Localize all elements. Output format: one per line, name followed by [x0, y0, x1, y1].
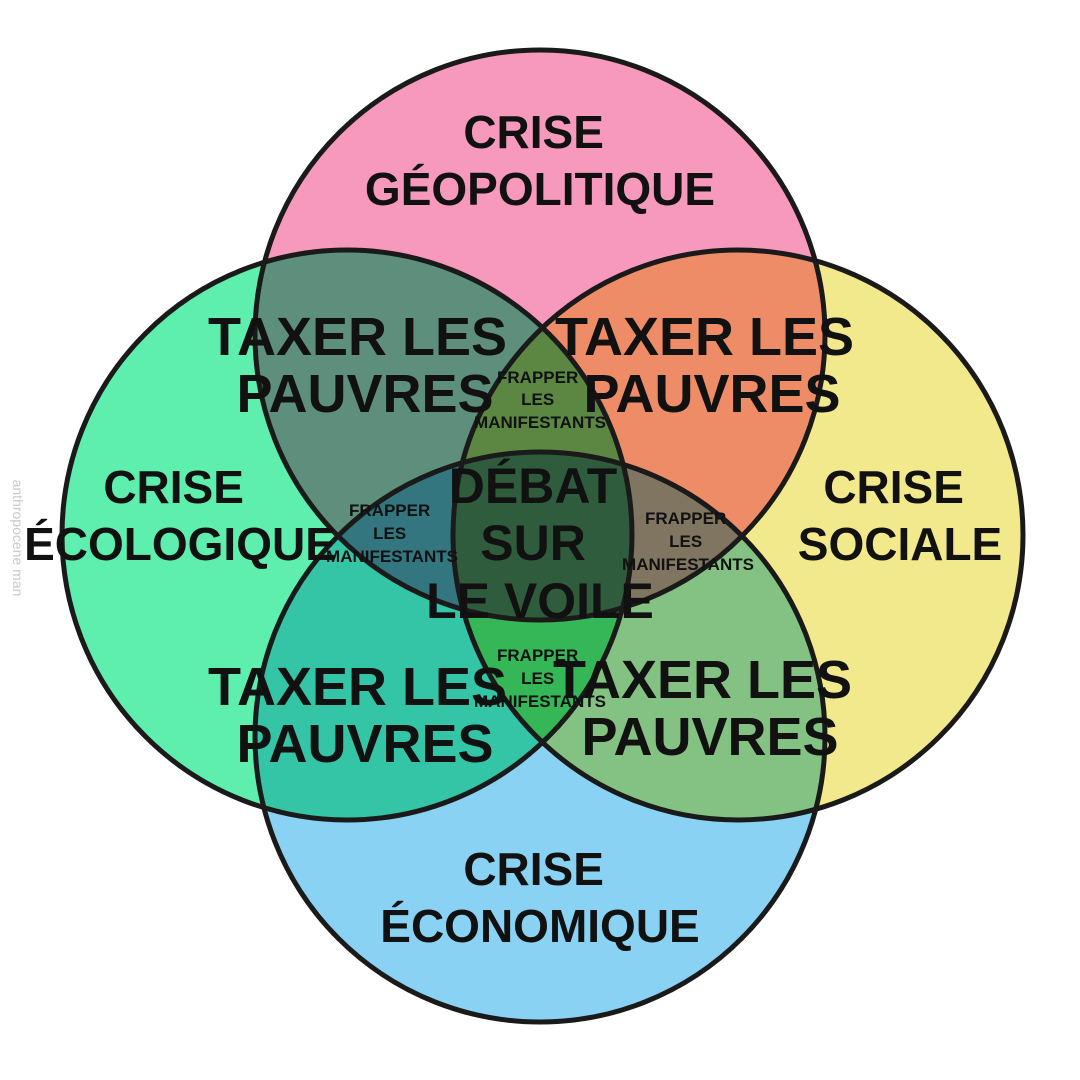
label-bottom-right: TAXER LES PAUVRES: [553, 650, 867, 767]
circle-outlines: [59, 47, 1026, 1025]
label-triple-upper: FRAPPER LES MANIFESTANTS: [474, 368, 606, 432]
label-right: CRISE SOCIALE: [798, 461, 1002, 570]
watermark: anthropocene man: [10, 479, 26, 597]
label-triple-lower: FRAPPER LES MANIFESTANTS: [474, 646, 606, 711]
label-triple-right: FRAPPER LES MANIFESTANTS: [622, 509, 754, 574]
label-center: DÉBAT SUR LE VOILE: [426, 458, 654, 629]
label-top-right: TAXER LES PAUVRES: [555, 307, 869, 424]
label-bottom-left: TAXER LES PAUVRES: [208, 657, 522, 774]
label-top: CRISE GÉOPOLITIQUE: [365, 106, 715, 215]
label-left: CRISE ÉCOLOGIQUE: [24, 461, 336, 570]
label-top-left: TAXER LES PAUVRES: [208, 307, 522, 424]
label-triple-left: FRAPPER LES MANIFESTANTS: [326, 501, 458, 566]
label-bottom: CRISE ÉCONOMIQUE: [380, 843, 699, 952]
